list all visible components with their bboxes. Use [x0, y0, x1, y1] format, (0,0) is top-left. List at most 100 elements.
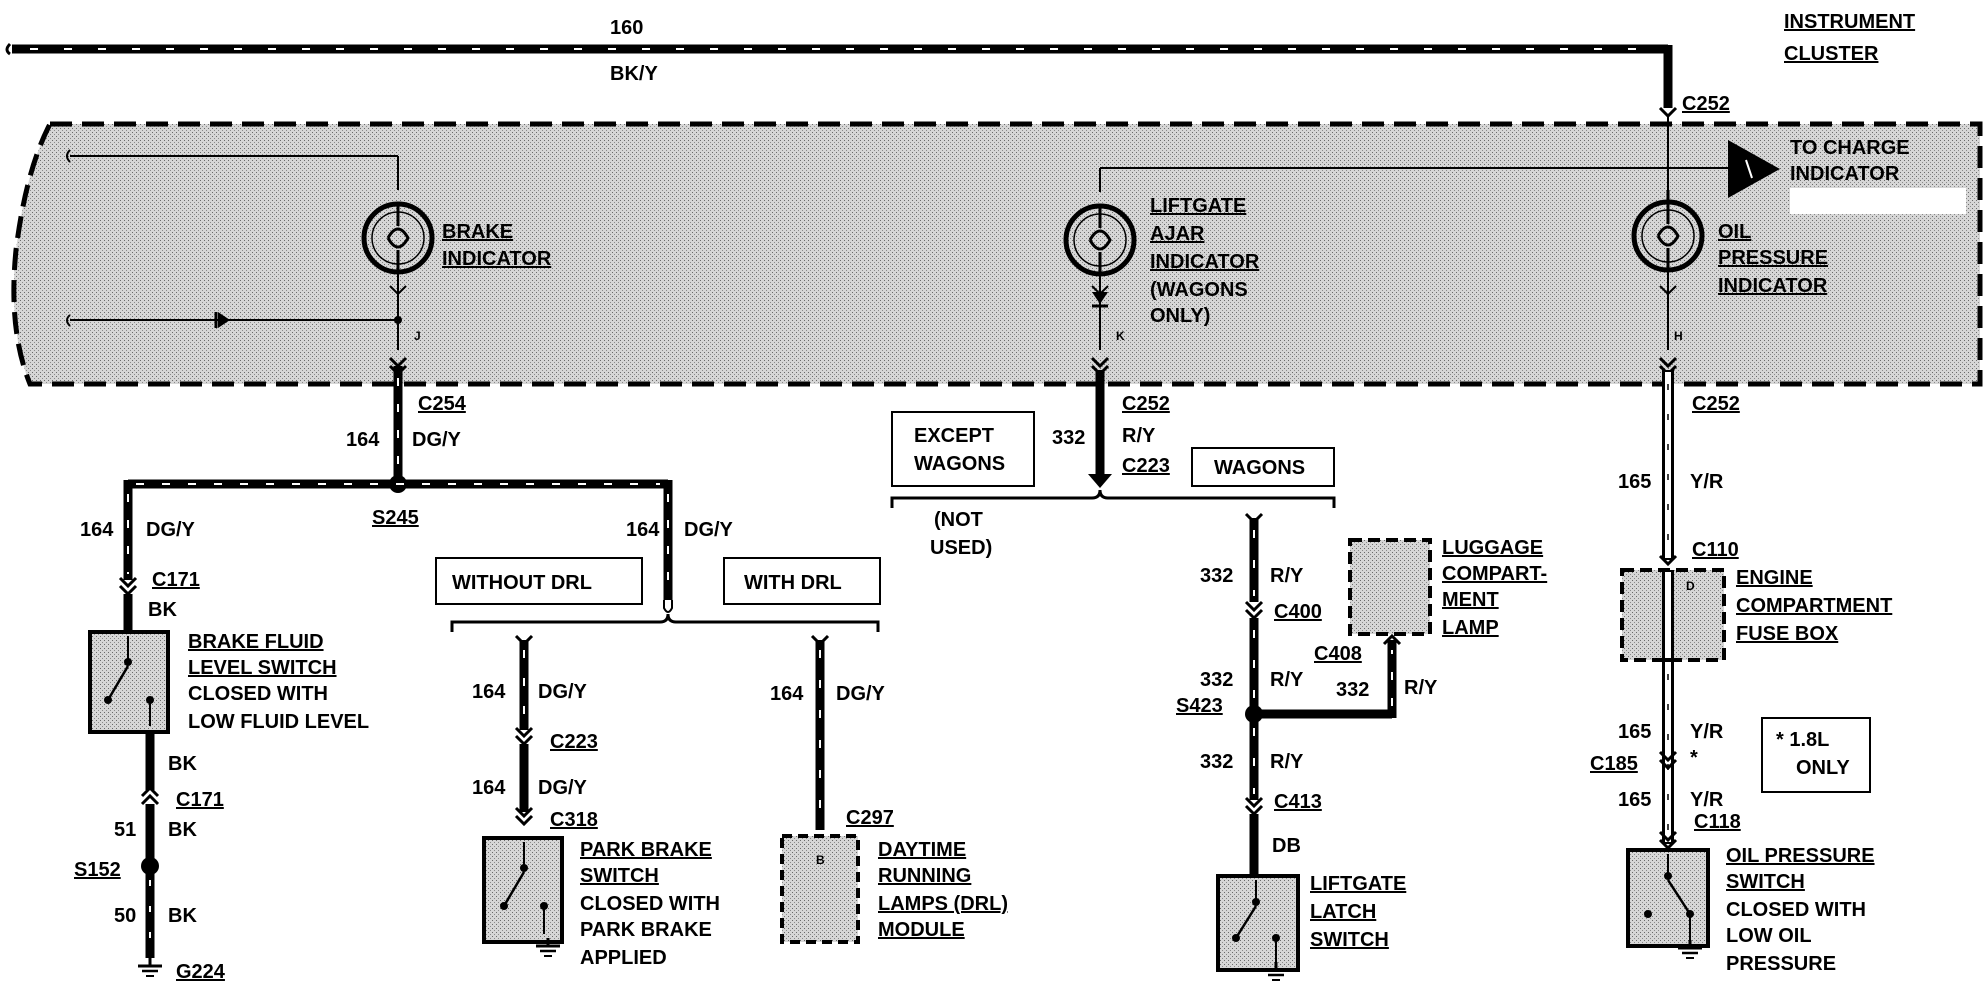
- drl-module-box: [780, 834, 860, 944]
- brake-fluid-switch-icon: [104, 636, 154, 726]
- connector-c297-label: C297: [846, 807, 894, 829]
- connector-c110-label: C110: [1692, 539, 1739, 561]
- brake-diode-left-tail: [66, 314, 71, 327]
- cluster-label-mask: [1790, 188, 1966, 214]
- brake-fluid-switch-line4: LOW FLUID LEVEL: [188, 711, 369, 733]
- wire-332b-color: R/Y: [1270, 669, 1304, 691]
- park-brake-line1: PARK BRAKE: [580, 839, 712, 861]
- connector-c171-symbol: [118, 576, 138, 597]
- wire-164a-number: 164: [472, 681, 506, 703]
- wire-165-color: Y/R: [1690, 471, 1724, 493]
- wire-164-color: DG/Y: [412, 429, 462, 451]
- liftgate-latch-switch-box: [1216, 874, 1300, 972]
- cluster-title-line1: INSTRUMENT: [1784, 11, 1915, 33]
- park-brake-line3: CLOSED WITH: [580, 893, 720, 915]
- wagons-option-brace: [890, 489, 1336, 508]
- pin-k: K: [1116, 329, 1125, 343]
- except-wagons-line1: EXCEPT: [914, 425, 994, 447]
- drl-option-brace: [450, 613, 880, 632]
- wire-bk-label: BK: [148, 599, 177, 621]
- connector-c223-mid-label: C223: [550, 731, 598, 753]
- oil-switch-line2: SWITCH: [1726, 871, 1805, 893]
- connector-c252-top-label: C252: [1682, 93, 1730, 115]
- splice-s152-label: S152: [74, 859, 121, 881]
- charge-indicator-arrow-icon: [1728, 140, 1780, 198]
- brake-indicator-line1: BRAKE: [442, 221, 513, 243]
- wire-332d-number: 332: [1200, 751, 1233, 773]
- wire-332b-number: 332: [1200, 669, 1233, 691]
- not-used-line2: USED): [930, 537, 992, 559]
- connector-c185-label: C185: [1590, 753, 1638, 775]
- drl-module-line2: RUNNING: [878, 865, 971, 887]
- fuse-box-line2: COMPARTMENT: [1736, 595, 1892, 617]
- charge-label-line2: INDICATOR: [1790, 163, 1900, 185]
- wire-332c-color: R/Y: [1404, 677, 1438, 699]
- connector-c118-label: C118: [1694, 811, 1741, 833]
- connector-c318-label: C318: [550, 809, 598, 831]
- wagons-box: [1191, 447, 1335, 487]
- oil-switch-line4: LOW OIL: [1726, 925, 1812, 947]
- liftgate-indicator-line2: AJAR: [1150, 223, 1205, 245]
- fuse-box-pin-d: D: [1686, 579, 1695, 593]
- connector-c185-symbol: [1658, 750, 1678, 771]
- oil-switch-line5: PRESSURE: [1726, 953, 1836, 975]
- charge-arrow-mark: [1745, 159, 1753, 179]
- drl-module-line3: LAMPS (DRL): [878, 893, 1008, 915]
- oil-switch-line3: CLOSED WITH: [1726, 899, 1866, 921]
- note-1-8l-box: [1761, 717, 1871, 793]
- wire-160-tail: [5, 42, 12, 56]
- connector-c400-label: C400: [1274, 601, 1322, 623]
- wire-164d-color: DG/Y: [836, 683, 886, 705]
- liftgate-indicator-line1: LIFTGATE: [1150, 195, 1246, 217]
- park-brake-line2: SWITCH: [580, 865, 659, 887]
- cluster-title-line2: CLUSTER: [1784, 43, 1879, 65]
- liftgate-diode-icon: [1092, 292, 1108, 308]
- oil-indicator-line2: PRESSURE: [1718, 247, 1828, 269]
- brake-fluid-switch-line2: LEVEL SWITCH: [188, 657, 337, 679]
- fuse-box-line3: FUSE BOX: [1736, 623, 1839, 645]
- luggage-lamp-line1: LUGGAGE: [1442, 537, 1543, 559]
- wagons-label: WAGONS: [1214, 457, 1305, 479]
- liftgate-latch-line2: LATCH: [1310, 901, 1376, 923]
- wire-332-color: R/Y: [1122, 425, 1156, 447]
- liftgate-latch-switch-icon: [1232, 880, 1280, 964]
- wire-50-number: 50: [114, 905, 136, 927]
- fuse-box-line1: ENGINE: [1736, 567, 1813, 589]
- oil-switch-line1: OIL PRESSURE: [1726, 845, 1875, 867]
- brake-fluid-switch-line3: CLOSED WITH: [188, 683, 328, 705]
- wire-164b-mid-color: DG/Y: [538, 777, 588, 799]
- liftgate-indicator-line3: INDICATOR: [1150, 251, 1260, 273]
- with-drl-label: WITH DRL: [744, 572, 842, 594]
- wire-db-label: DB: [1272, 835, 1301, 857]
- connector-c408-symbol: [1382, 633, 1402, 646]
- connector-c252-oil-label: C252: [1692, 393, 1740, 415]
- connector-c254-label: C254: [418, 393, 467, 415]
- wire-165b-number: 165: [1618, 789, 1651, 811]
- connector-c223-liftgate-label: C223: [1122, 455, 1170, 477]
- brake-indicator-line2: INDICATOR: [442, 248, 552, 270]
- park-brake-line4: PARK BRAKE: [580, 919, 712, 941]
- connector-c171b-symbol: [140, 785, 160, 806]
- connector-c413-symbol: [1244, 796, 1264, 817]
- connector-c252-liftgate-label: C252: [1122, 393, 1170, 415]
- oil-indicator-line3: INDICATOR: [1718, 275, 1828, 297]
- drl-module-line1: DAYTIME: [878, 839, 966, 861]
- note-1-8l-line1: * 1.8L: [1776, 729, 1829, 751]
- wire-165a-color: Y/R: [1690, 721, 1724, 743]
- wire-50-color: BK: [168, 905, 197, 927]
- wire-164b-mid-number: 164: [472, 777, 506, 799]
- brake-fluid-switch-line1: BRAKE FLUID: [188, 631, 324, 653]
- connector-c171-label: C171: [152, 569, 200, 591]
- without-drl-box: [435, 557, 643, 605]
- connector-c171b-label: C171: [176, 789, 224, 811]
- ground-g224-label: G224: [176, 961, 226, 983]
- with-drl-box: [723, 557, 881, 605]
- except-wagons-box: [891, 411, 1035, 487]
- wire-164b-color: DG/Y: [146, 519, 196, 541]
- connector-c185-star: *: [1690, 747, 1698, 769]
- drl-pin-b: B: [816, 853, 825, 867]
- park-brake-line5: APPLIED: [580, 947, 667, 969]
- wire-332d-color: R/Y: [1270, 751, 1304, 773]
- wire-332a-color: R/Y: [1270, 565, 1304, 587]
